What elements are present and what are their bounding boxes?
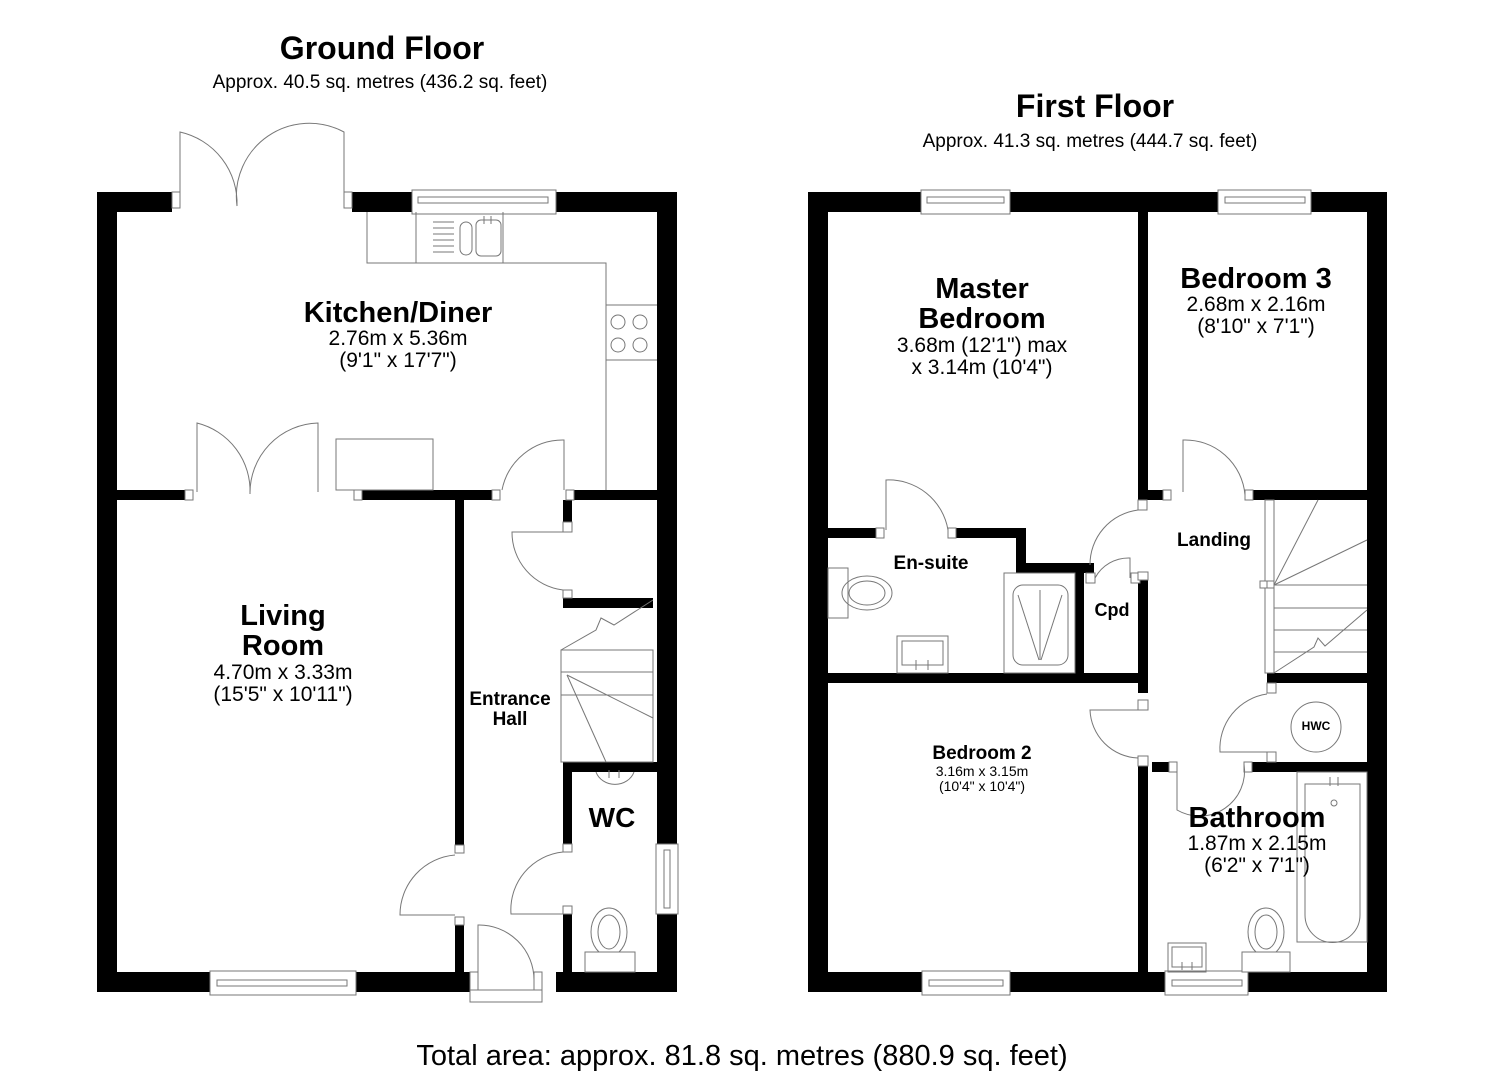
room-dimensions-metric: 2.76m x 5.36m [328, 327, 468, 351]
room-dimensions-imperial: (9'1" x 17'7") [339, 349, 457, 373]
room-name-line2: Room [241, 630, 325, 663]
ground-floor-area: Approx. 40.5 sq. metres (436.2 sq. feet) [212, 72, 548, 93]
total-area: Total area: approx. 81.8 sq. metres (880… [416, 1040, 1068, 1072]
room-name-line1: Master [935, 273, 1029, 305]
window-bedroom-3 [1217, 189, 1312, 215]
bathroom-basin-icon [1167, 942, 1207, 973]
room-name: Cpd [1094, 600, 1130, 620]
window-kitchen [411, 189, 557, 215]
shower-tray-icon [1003, 572, 1076, 674]
room-label-living-room: Living Room 4.70m x 3.33m (15'5" x 10'11… [213, 601, 352, 706]
room-dimensions-imperial: (6'2" x 7'1") [1204, 854, 1310, 878]
room-name: Bathroom [1188, 802, 1326, 834]
room-label-landing: Landing [1177, 531, 1251, 551]
room-label-wc: WC [588, 802, 636, 833]
toilet-icon-ensuite [827, 567, 893, 619]
first-floor-area: Approx. 41.3 sq. metres (444.7 sq. feet) [922, 131, 1258, 152]
room-label-hwc: HWC [1302, 720, 1331, 733]
room-dimensions-imperial: (15'5" x 10'11") [213, 682, 353, 706]
room-name: En-suite [893, 553, 969, 574]
window-bedroom-2 [921, 970, 1011, 996]
room-name-line2: Hall [492, 708, 528, 730]
room-name: Bedroom 2 [932, 743, 1032, 764]
room-dimensions-metric: 4.70m x 3.33m [213, 660, 353, 684]
room-label-master-bedroom: Master Bedroom 3.68m (12'1") max x 3.14m… [897, 274, 1067, 379]
staircase-first [1259, 499, 1368, 674]
ground-floor-title: Ground Floor [279, 30, 485, 66]
room-dimensions-line2: x 3.14m (10'4") [911, 355, 1053, 379]
room-dimensions-metric: 2.68m x 2.16m [1186, 293, 1326, 317]
toilet-icon-bathroom [1241, 907, 1291, 973]
room-name: Kitchen/Diner [303, 297, 493, 329]
room-dimensions-metric: 1.87m x 2.15m [1187, 832, 1327, 856]
room-label-entrance-hall: Entrance Hall [469, 690, 550, 730]
room-dimensions-imperial: (10'4" x 10'4") [938, 777, 1026, 794]
room-dimensions-imperial: (8'10" x 7'1") [1197, 315, 1315, 339]
ground-floor-plan [97, 122, 679, 1003]
room-label-bedroom-3: Bedroom 3 2.68m x 2.16m (8'10" x 7'1") [1180, 264, 1331, 339]
room-label-bathroom: Bathroom 1.87m x 2.15m (6'2" x 7'1") [1188, 803, 1327, 878]
room-name-line2: Bedroom [918, 303, 1046, 336]
kitchen-sink-icon [415, 212, 504, 263]
window-living-room [209, 970, 357, 996]
bath-icon [1296, 771, 1368, 943]
window-bathroom [1164, 970, 1249, 996]
first-floor-title: First Floor [1015, 88, 1175, 124]
room-label-cupboard: Cpd [1095, 601, 1130, 620]
room-label-bedroom-2: Bedroom 2 3.16m x 3.15m (10'4" x 10'4") [932, 744, 1031, 793]
room-name: WC [588, 802, 636, 833]
room-name-line1: Entrance [469, 689, 551, 710]
window-wc [655, 843, 679, 915]
window-master-bedroom [920, 189, 1011, 215]
room-label-en-suite: En-suite [894, 554, 969, 574]
toilet-icon-ground [584, 907, 636, 973]
room-name: HWC [1301, 719, 1331, 733]
room-dimensions-line1: 3.68m (12'1") max [896, 333, 1068, 357]
room-name-line1: Living [240, 600, 326, 632]
room-dimensions-metric: 3.16m x 3.15m [935, 762, 1029, 779]
staircase-ground [560, 599, 654, 763]
hot-water-cylinder-icon [1290, 701, 1342, 753]
room-label-kitchen-diner: Kitchen/Diner 2.76m x 5.36m (9'1" x 17'7… [304, 298, 493, 373]
room-name: Landing [1177, 530, 1251, 551]
room-name: Bedroom 3 [1180, 263, 1332, 295]
ensuite-basin-icon [896, 635, 949, 674]
wc-basin-icon [595, 770, 635, 785]
hob-icon [610, 314, 648, 353]
first-floor-plan [808, 189, 1387, 996]
